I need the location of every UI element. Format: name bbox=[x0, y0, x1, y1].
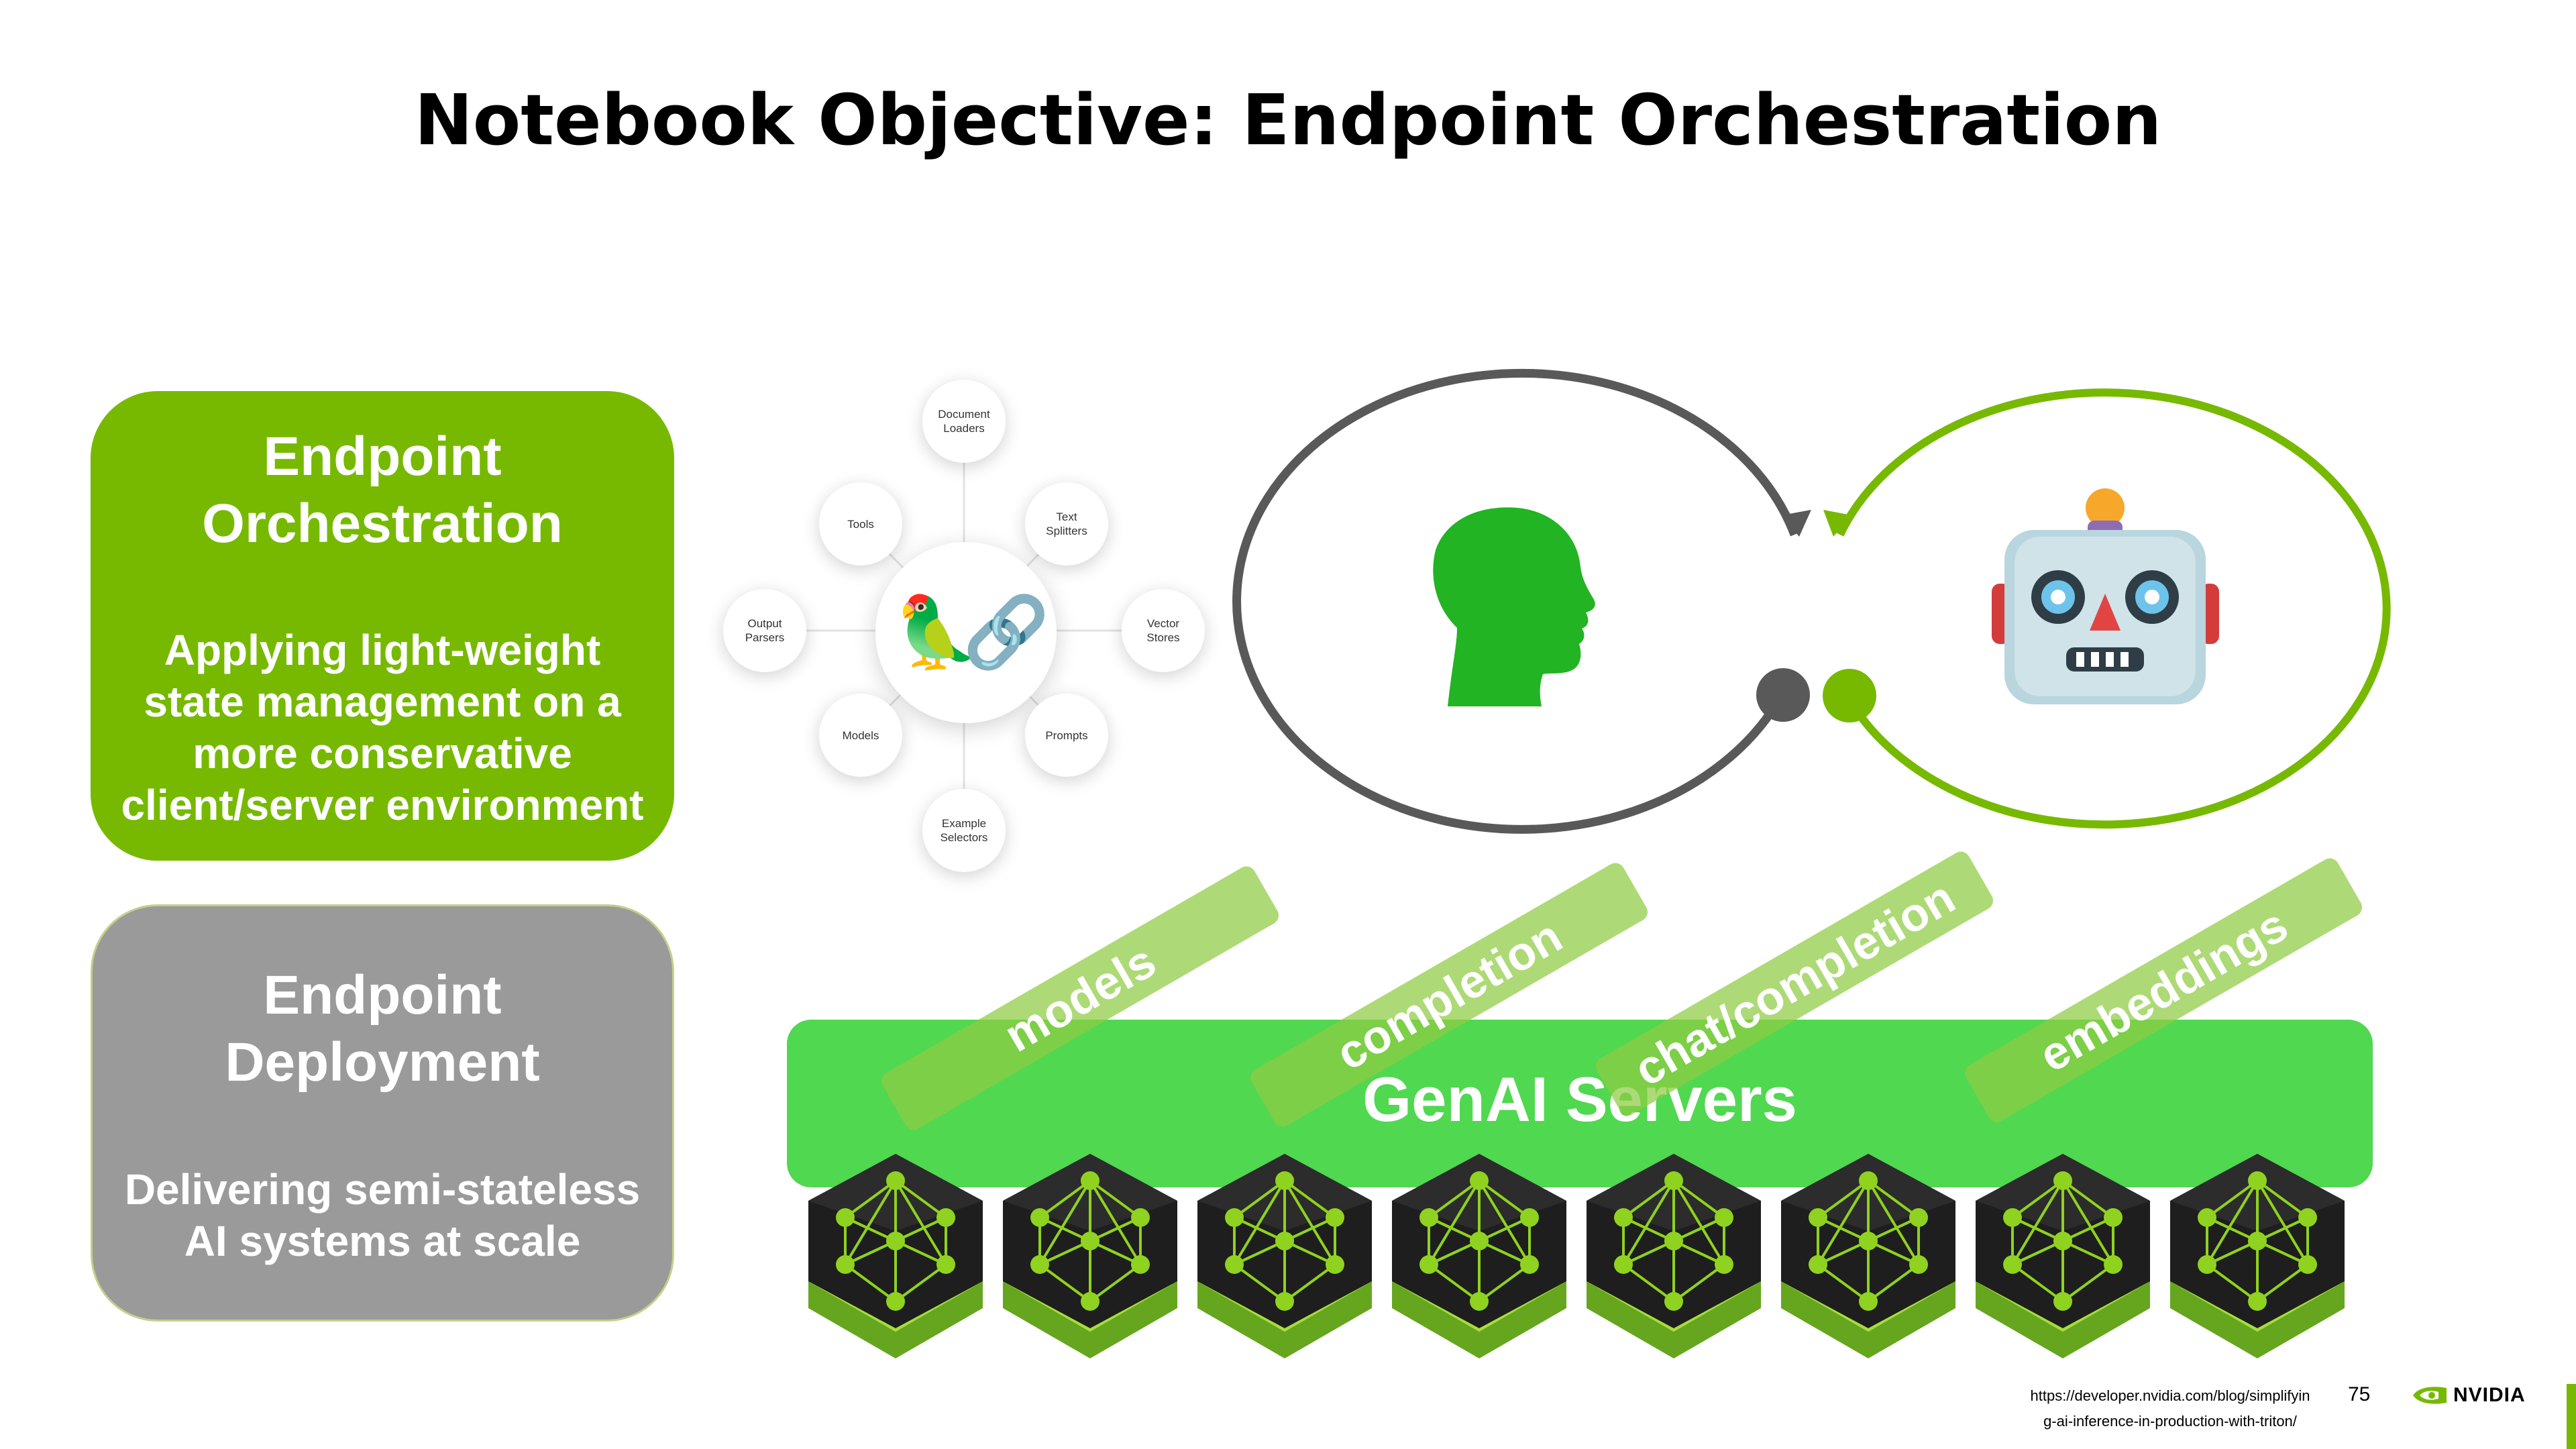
source-link-line: g-ai-inference-in-production-with-triton… bbox=[2043, 1413, 2297, 1430]
nvidia-logo: NVIDIA bbox=[2412, 1384, 2526, 1407]
neural-network-cube-icon bbox=[1391, 1152, 1568, 1360]
right-loop-endpoint bbox=[1823, 669, 1876, 722]
node-output-parsers: Output Parsers bbox=[723, 589, 806, 672]
slide-title: Notebook Objective: Endpoint Orchestrati… bbox=[414, 79, 2162, 161]
card-heading-line: Endpoint bbox=[263, 965, 502, 1026]
node-vector-stores: Vector Stores bbox=[1122, 589, 1205, 672]
left-loop-arrowhead bbox=[1782, 510, 1811, 537]
parrot-icon: 🦜 bbox=[893, 594, 980, 672]
endpoint-orchestration-card: Endpoint Orchestration Applying light-we… bbox=[91, 391, 674, 861]
accent-edge-bar bbox=[2567, 1384, 2576, 1449]
left-loop-endpoint bbox=[1756, 668, 1810, 722]
node-document-loaders: Document Loaders bbox=[922, 380, 1006, 463]
node-text-splitters: Text Splitters bbox=[1025, 482, 1108, 566]
card-body-line: Delivering semi-stateless bbox=[124, 1165, 641, 1214]
card-body-line: more conservative bbox=[193, 729, 572, 777]
right-loop-arrowhead bbox=[1823, 510, 1851, 537]
card-heading-line: Deployment bbox=[225, 1032, 540, 1093]
left-loop-arrow bbox=[1232, 368, 1799, 834]
neural-network-cube-icon bbox=[1002, 1152, 1179, 1360]
node-models: Models bbox=[819, 694, 902, 777]
neural-network-cube-icon bbox=[2169, 1152, 2346, 1360]
source-link-line: https://developer.nvidia.com/blog/simpli… bbox=[2030, 1387, 2310, 1404]
neural-network-cube-icon bbox=[1585, 1152, 1762, 1360]
node-tools: Tools bbox=[819, 482, 902, 566]
robot-face-icon bbox=[1992, 488, 2219, 704]
right-loop-arrow bbox=[1836, 388, 2391, 829]
card-heading-line: Endpoint bbox=[263, 426, 502, 487]
human-head-icon bbox=[1433, 507, 1595, 706]
neural-network-cube-icon bbox=[1780, 1152, 1957, 1360]
endpoint-deployment-card: Endpoint Deployment Delivering semi-stat… bbox=[91, 904, 674, 1322]
card-body-line: Applying light-weight bbox=[164, 626, 601, 674]
langchain-hub: 🦜 🔗 bbox=[875, 542, 1057, 723]
nvidia-wordmark: NVIDIA bbox=[2453, 1384, 2526, 1406]
neural-network-cube-icon bbox=[807, 1152, 984, 1360]
chain-link-icon: 🔗 bbox=[963, 594, 1050, 672]
node-prompts: Prompts bbox=[1025, 694, 1108, 777]
page-number: 75 bbox=[2348, 1383, 2371, 1405]
node-example-selectors: Example Selectors bbox=[922, 789, 1006, 872]
nvidia-eye-icon bbox=[2413, 1387, 2447, 1404]
genai-servers-label: GenAI Servers bbox=[1362, 1064, 1797, 1134]
neural-network-cube-icon bbox=[1974, 1152, 2151, 1360]
source-link[interactable]: https://developer.nvidia.com/blog/simpli… bbox=[2006, 1383, 2334, 1434]
neural-network-cube-icon bbox=[1196, 1152, 1373, 1360]
card-body-line: state management on a bbox=[144, 678, 621, 726]
card-heading-line: Orchestration bbox=[202, 493, 563, 554]
card-body-line: client/server environment bbox=[121, 781, 644, 829]
card-body-line: AI systems at scale bbox=[184, 1217, 581, 1265]
